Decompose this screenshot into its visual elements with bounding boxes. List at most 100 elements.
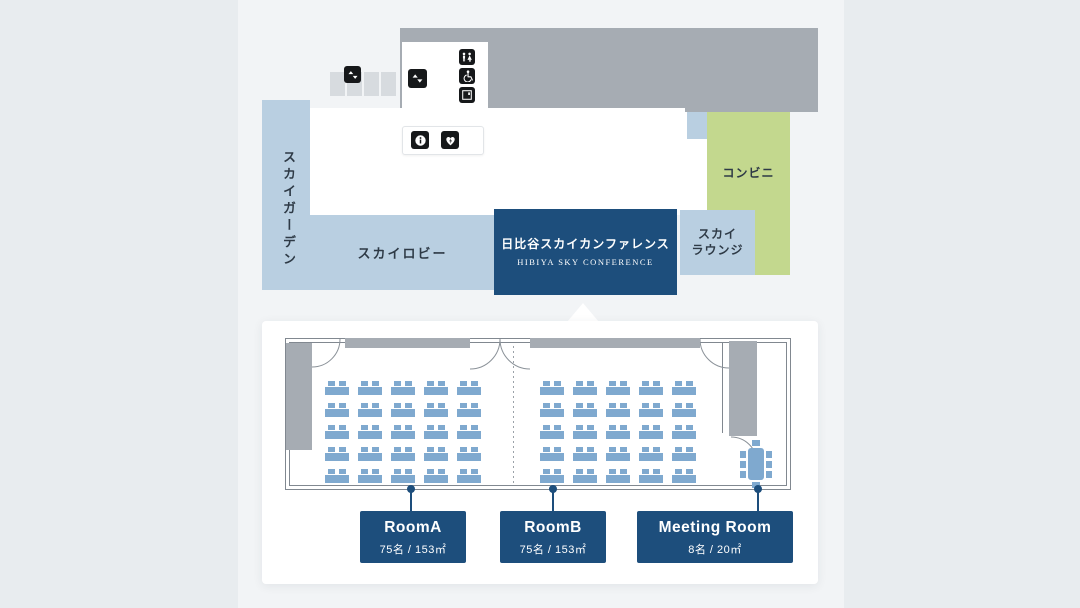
- chair: [752, 440, 760, 446]
- coin-locker-icon: [459, 87, 475, 103]
- seat-unit: [391, 425, 415, 439]
- area-sky-lobby: スカイロビー: [310, 215, 495, 290]
- seat-unit: [424, 403, 448, 417]
- chair: [740, 451, 746, 458]
- seat-unit: [540, 381, 564, 395]
- room-a-seats: [325, 381, 481, 483]
- room-b-label: RoomB 75名 / 153㎡: [500, 511, 606, 563]
- conference-detail-card: RoomA 75名 / 153㎡ RoomB 75名 / 153㎡ Meetin…: [262, 321, 818, 584]
- room-a-label: RoomA 75名 / 153㎡: [360, 511, 466, 563]
- room-a-spec: 75名 / 153㎡: [379, 544, 447, 556]
- service-icon-box: [402, 42, 488, 113]
- seat-unit: [424, 469, 448, 483]
- seat-unit: [325, 469, 349, 483]
- conference-label-jp: 日比谷スカイカンファレンス: [501, 237, 670, 251]
- seat-unit: [358, 469, 382, 483]
- seat-unit: [573, 403, 597, 417]
- seat-unit: [457, 403, 481, 417]
- meeting-room-name: Meeting Room: [658, 519, 772, 536]
- conference-label: 日比谷スカイカンファレンス HIBIYA SKY CONFERENCE: [494, 235, 677, 267]
- seat-unit: [672, 381, 696, 395]
- room-a-name: RoomA: [384, 519, 442, 536]
- meeting-room-spec: 8名 / 20㎡: [688, 544, 742, 556]
- room-b-spec: 75名 / 153㎡: [519, 544, 587, 556]
- aed-icon: [441, 131, 459, 149]
- seat-unit: [325, 403, 349, 417]
- seat-unit: [672, 403, 696, 417]
- seat-unit: [391, 469, 415, 483]
- convenience-store-label: コンビニ: [722, 166, 775, 180]
- seat-unit: [325, 425, 349, 439]
- seat-unit: [639, 469, 663, 483]
- elevator-icon: [344, 66, 361, 83]
- seat-unit: [606, 403, 630, 417]
- building-block-top-right: [632, 28, 818, 112]
- locker-box: [364, 72, 379, 96]
- sky-lounge-label: スカイ ラウンジ: [691, 227, 744, 258]
- seat-unit: [573, 425, 597, 439]
- seat-unit: [358, 403, 382, 417]
- stair-shaft-right: [729, 341, 757, 436]
- seat-unit: [639, 425, 663, 439]
- room-b-marker-dot: [549, 485, 557, 493]
- seat-unit: [606, 447, 630, 461]
- area-sky-lounge: スカイ ラウンジ: [680, 210, 755, 275]
- locker-box: [381, 72, 396, 96]
- seat-unit: [424, 447, 448, 461]
- seat-unit: [325, 447, 349, 461]
- seat-unit: [540, 469, 564, 483]
- meeting-room-leader-line: [757, 491, 759, 511]
- hall-floor: [310, 108, 685, 215]
- chair: [766, 461, 772, 468]
- seat-unit: [358, 381, 382, 395]
- elevator-icon: [408, 69, 427, 88]
- seat-unit: [639, 403, 663, 417]
- seat-unit: [424, 425, 448, 439]
- room-a-marker-dot: [407, 485, 415, 493]
- info-icon: [411, 131, 429, 149]
- room-a-leader-line: [410, 491, 412, 511]
- seat-unit: [672, 469, 696, 483]
- seat-unit: [457, 469, 481, 483]
- chair: [766, 451, 772, 458]
- seat-unit: [540, 447, 564, 461]
- seat-unit: [606, 425, 630, 439]
- meeting-room-table-set: [738, 440, 774, 490]
- accessible-icon: [459, 68, 475, 84]
- floor-map: スカイガーデン コンビニ スカイ ラウンジ スカイロビー: [238, 0, 844, 300]
- meeting-table: [748, 448, 764, 480]
- seat-unit: [573, 381, 597, 395]
- seat-unit: [672, 425, 696, 439]
- seat-unit: [457, 447, 481, 461]
- chair: [766, 471, 772, 478]
- seat-unit: [540, 403, 564, 417]
- sky-lobby-label: スカイロビー: [357, 246, 448, 261]
- seat-unit: [424, 381, 448, 395]
- seat-unit: [540, 425, 564, 439]
- seat-unit: [573, 447, 597, 461]
- seat-unit: [457, 381, 481, 395]
- sky-garden-label: スカイガーデン: [281, 150, 296, 269]
- seat-unit: [391, 381, 415, 395]
- seat-unit: [606, 381, 630, 395]
- room-b-name: RoomB: [524, 519, 582, 536]
- meeting-room-marker-dot: [754, 485, 762, 493]
- room-b-leader-line: [552, 491, 554, 511]
- seat-unit: [639, 447, 663, 461]
- seat-unit: [358, 425, 382, 439]
- seat-unit: [391, 447, 415, 461]
- room-b-seats: [540, 381, 696, 483]
- seat-unit: [639, 381, 663, 395]
- seat-unit: [573, 469, 597, 483]
- seat-unit: [672, 447, 696, 461]
- chair: [740, 471, 746, 478]
- chair: [740, 461, 746, 468]
- pointer-triangle: [567, 303, 599, 322]
- area-hibiya-sky-conference: 日比谷スカイカンファレンス HIBIYA SKY CONFERENCE: [494, 209, 677, 295]
- seat-unit: [325, 381, 349, 395]
- seat-unit: [606, 469, 630, 483]
- locker-box: [330, 72, 345, 96]
- seat-unit: [457, 425, 481, 439]
- conference-label-en: HIBIYA SKY CONFERENCE: [517, 257, 654, 267]
